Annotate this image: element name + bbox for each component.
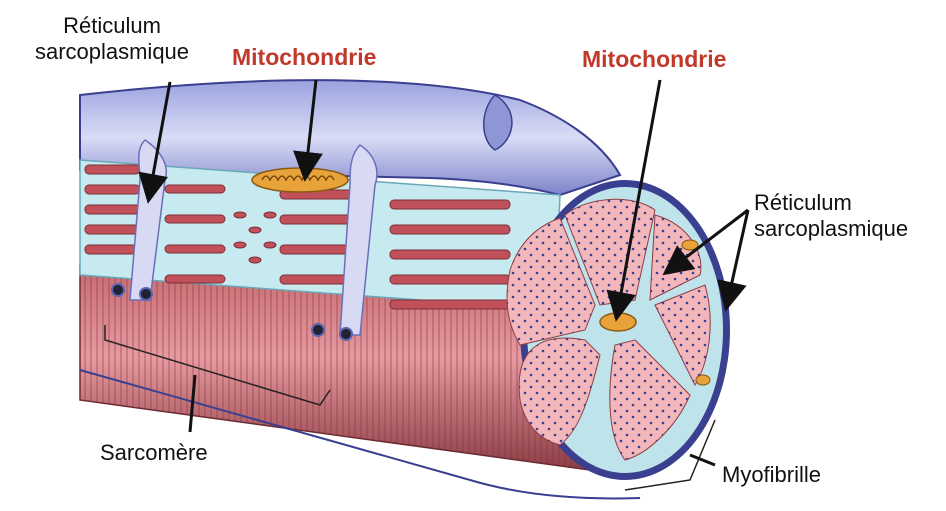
label-myofibrille: Myofibrille	[722, 462, 821, 488]
label-reticulum-left-line2: sarcoplasmique	[22, 39, 202, 65]
label-reticulum-right: Réticulum sarcoplasmique	[754, 190, 908, 242]
label-reticulum-left-line1: Réticulum	[22, 13, 202, 39]
arrow-myofibrille	[690, 455, 715, 465]
label-reticulum-right-line2: sarcoplasmique	[754, 216, 908, 242]
label-reticulum-left: Réticulum sarcoplasmique	[22, 13, 202, 65]
label-sarcomere: Sarcomère	[100, 440, 208, 466]
label-mitochondrie-right: Mitochondrie	[582, 46, 726, 72]
mitochondrion-left	[252, 168, 348, 192]
label-mitochondrie-left: Mitochondrie	[232, 44, 376, 70]
label-reticulum-right-line1: Réticulum	[754, 190, 908, 216]
